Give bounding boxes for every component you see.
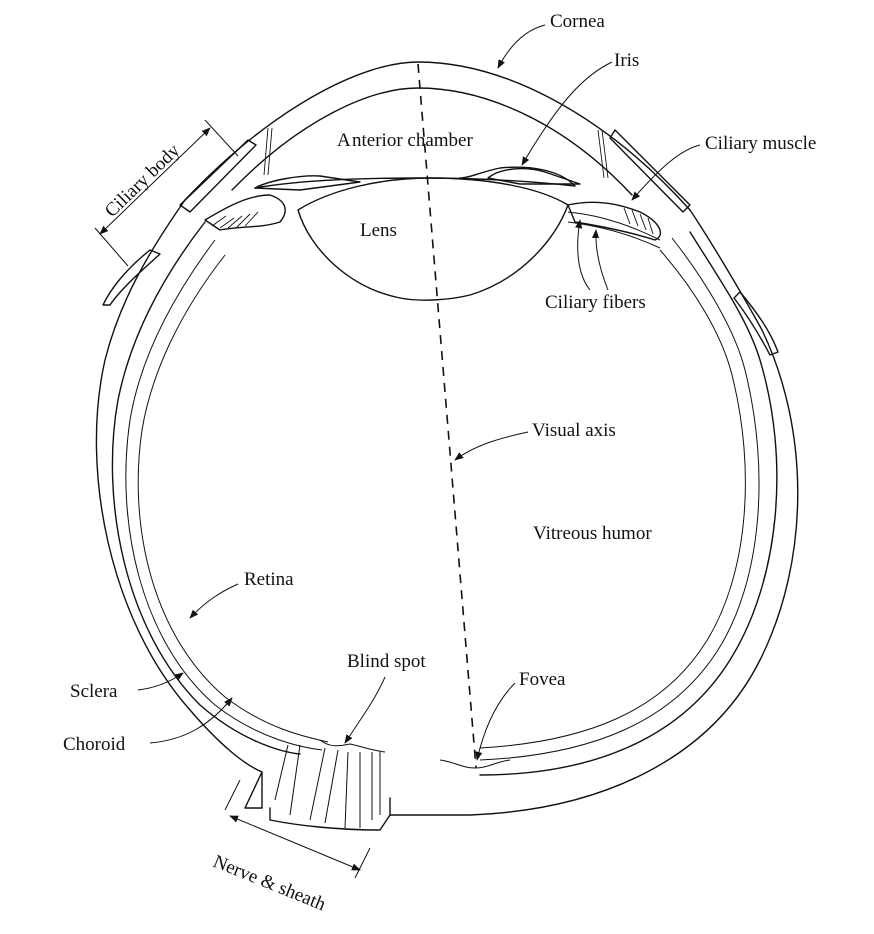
leader-arrows — [94, 24, 701, 879]
ciliary-fibers-lines — [567, 211, 661, 249]
label-ciliary-fibers: Ciliary fibers — [545, 292, 646, 313]
lens-shape — [297, 177, 569, 301]
label-retina: Retina — [244, 569, 294, 590]
label-blind-spot: Blind spot — [347, 651, 426, 672]
label-nerve-sheath: Nerve & sheath — [210, 851, 329, 915]
label-lens: Lens — [360, 220, 397, 241]
label-visual-axis: Visual axis — [532, 420, 616, 441]
optic-nerve — [244, 739, 391, 831]
fovea-dip — [439, 759, 511, 769]
label-vitreous-humor: Vitreous humor — [533, 523, 652, 544]
label-anterior-chamber: nterior chamber — [352, 130, 473, 151]
label-sclera: Sclera — [70, 681, 118, 702]
label-ciliary-body: Ciliary body — [101, 140, 185, 222]
label-cornea: Cornea — [550, 11, 605, 32]
choroid-retina-layers — [125, 237, 760, 761]
label-choroid: Choroid — [63, 734, 126, 755]
label-anterior-chamber-a: A — [337, 130, 351, 151]
ciliary-body-outline — [102, 129, 779, 356]
label-fovea: Fovea — [519, 669, 566, 690]
inner-cornea — [231, 87, 633, 196]
iris-shape — [254, 166, 581, 191]
label-iris: Iris — [614, 50, 639, 71]
visual-axis-line — [417, 63, 477, 769]
label-ciliary-muscle: Ciliary muscle — [705, 133, 816, 154]
ciliary-muscle-shape — [204, 127, 662, 241]
sclera-outline — [95, 61, 799, 816]
